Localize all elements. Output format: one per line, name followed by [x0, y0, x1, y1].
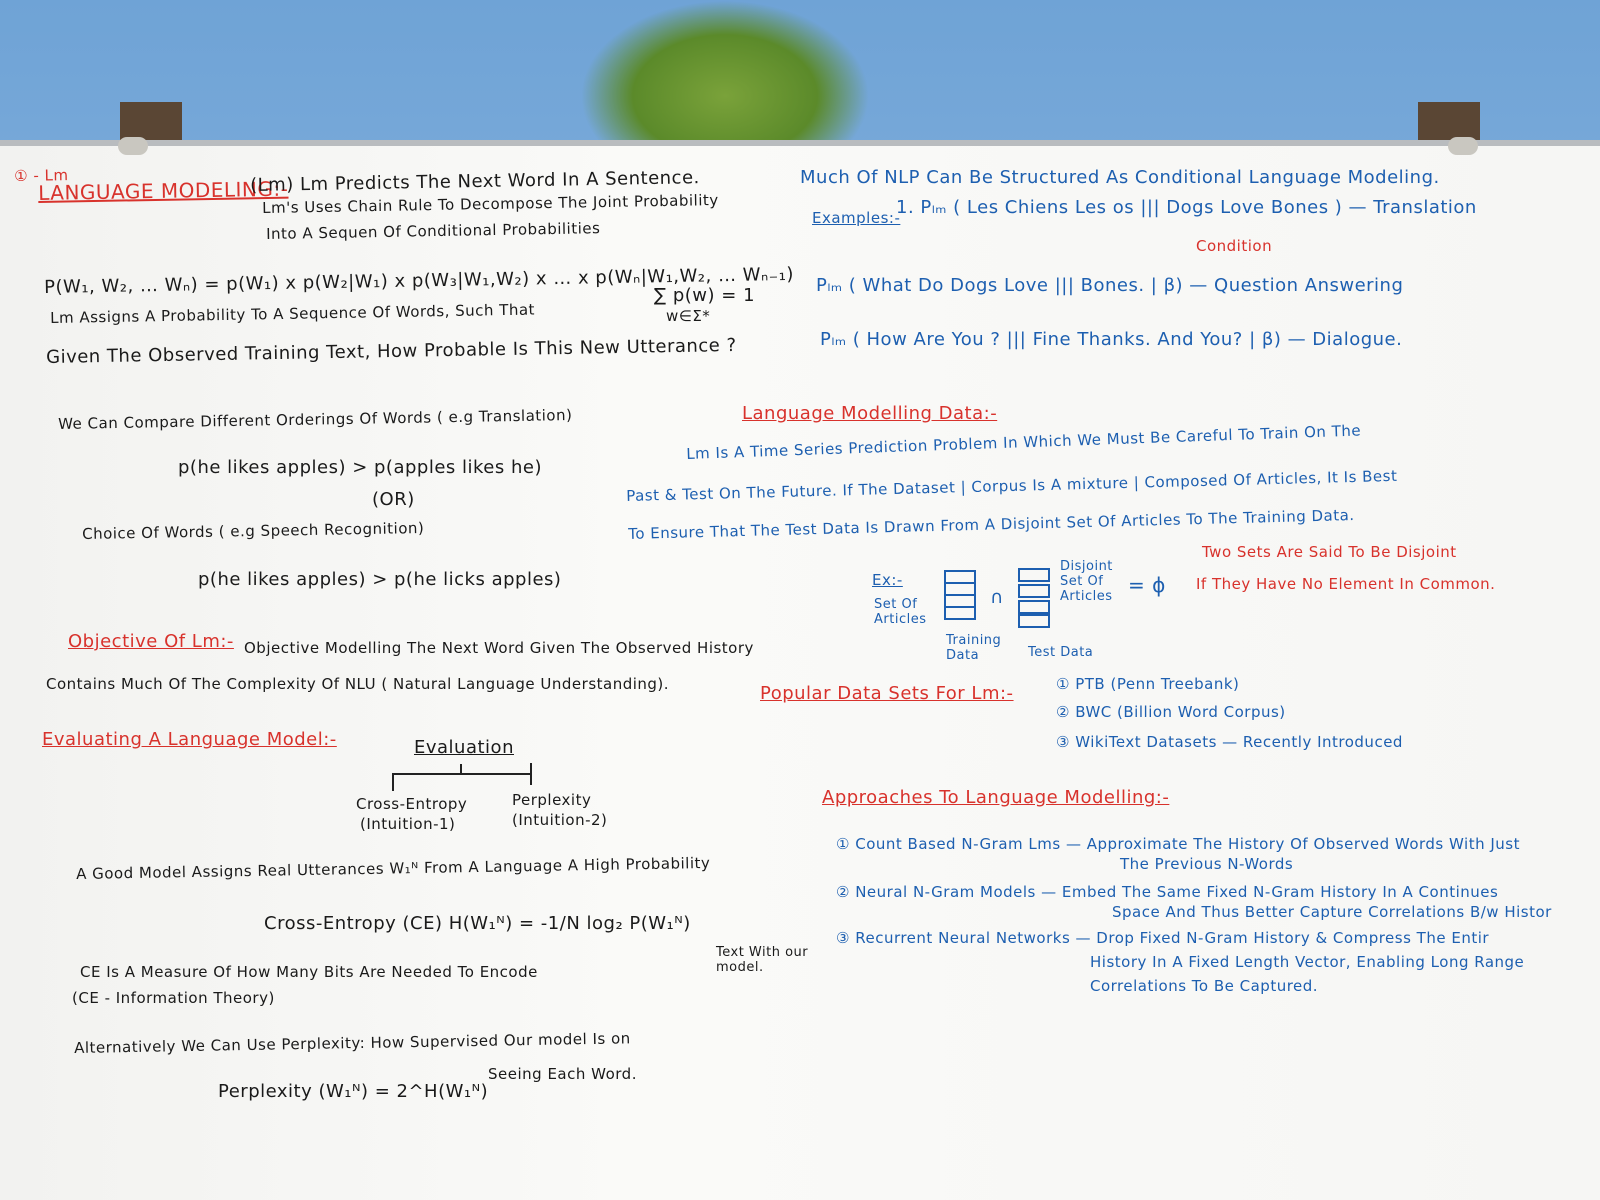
- training-data-label: Training Data: [946, 633, 1002, 663]
- examples-label: Examples:-: [812, 209, 901, 227]
- eval-tree-left-leg: [392, 773, 394, 791]
- whiteboard: [0, 140, 1600, 1200]
- approach-1: ① Count Based N-Gram Lms — Approximate T…: [836, 835, 1520, 853]
- data-heading: Language Modelling Data:-: [742, 403, 998, 424]
- disjoint-definition-1: Two Sets Are Said To Be Disjoint: [1202, 543, 1457, 561]
- approach-3-cont: History In A Fixed Length Vector, Enabli…: [1090, 953, 1525, 971]
- choice-example: p(he likes apples) > p(he licks apples): [198, 569, 562, 590]
- approach-1-cont: The Previous N-Words: [1120, 855, 1294, 873]
- approach-3-cont-2: Correlations To Be Captured.: [1090, 977, 1319, 995]
- ce-measure-right: Text With our model.: [716, 945, 809, 975]
- approach-2: ② Neural N-Gram Models — Embed The Same …: [836, 883, 1499, 901]
- sum-subscript: w∈Σ*: [666, 307, 711, 325]
- dataset-wikitext: ③ WikiText Datasets — Recently Introduce…: [1056, 733, 1403, 751]
- ce-info-theory: (CE - Information Theory): [72, 989, 275, 1007]
- set-of-articles-label: Set Of Articles: [874, 597, 927, 627]
- empty-set: = ϕ: [1128, 573, 1166, 597]
- condition-label: Condition: [1196, 237, 1273, 255]
- objective-line-1: Objective Modelling The Next Word Given …: [244, 639, 754, 657]
- eval-tree-stem: [460, 764, 462, 774]
- popular-datasets-heading: Popular Data Sets For Lm:-: [760, 683, 1014, 704]
- perplexity-tail: Seeing Each Word.: [488, 1065, 637, 1083]
- objective-heading: Objective Of Lm:-: [68, 631, 234, 652]
- disjoint-set-label: Disjoint Set Of Articles: [1060, 559, 1113, 604]
- example-translation: 1. Pₗₘ ( Les Chiens Les os ||| Dogs Love…: [896, 197, 1477, 218]
- conditional-lm-intro: Much Of NLP Can Be Structured As Conditi…: [800, 167, 1440, 188]
- eval-cross-entropy: Cross-Entropy: [356, 795, 468, 813]
- intersection-symbol: ∩: [990, 587, 1004, 608]
- eval-tree-root: Evaluation: [414, 737, 514, 758]
- approach-3: ③ Recurrent Neural Networks — Drop Fixed…: [836, 929, 1490, 947]
- compare-example: p(he likes apples) > p(apples likes he): [178, 457, 542, 478]
- dataset-bwc: ② BWC (Billion Word Corpus): [1056, 703, 1286, 721]
- dataset-ptb: ① PTB (Penn Treebank): [1056, 675, 1240, 693]
- approaches-heading: Approaches To Language Modelling:-: [822, 787, 1170, 808]
- board-clip-right: [1448, 137, 1478, 155]
- example-question-answering: Pₗₘ ( What Do Dogs Love ||| Bones. | β) …: [816, 275, 1404, 296]
- eval-heading: Evaluating A Language Model:-: [42, 729, 337, 750]
- cross-entropy-formula: Cross-Entropy (CE) H(W₁ᴺ) = -1/N log₂ P(…: [264, 913, 691, 934]
- eval-tree-right-leg: [530, 763, 532, 785]
- eval-perplexity: Perplexity: [512, 791, 592, 809]
- or-text: (OR): [372, 489, 415, 510]
- sum-formula: ∑ p(w) = 1: [654, 285, 756, 306]
- disjoint-definition-2: If They Have No Element In Common.: [1196, 575, 1496, 593]
- tree: [580, 0, 870, 160]
- test-data-label: Test Data: [1028, 645, 1094, 660]
- approach-2-cont: Space And Thus Better Capture Correlatio…: [1112, 903, 1552, 921]
- eval-cross-entropy-sub: (Intuition-1): [360, 815, 456, 833]
- ex-label: Ex:-: [872, 571, 903, 589]
- eval-tree-bar: [392, 773, 532, 775]
- ce-measure-line: CE Is A Measure Of How Many Bits Are Nee…: [80, 963, 538, 981]
- objective-line-2: Contains Much Of The Complexity Of NLU (…: [46, 675, 670, 693]
- board-clip-left: [118, 137, 148, 155]
- perplexity-formula: Perplexity (W₁ᴺ) = 2^H(W₁ᴺ): [218, 1081, 489, 1102]
- example-dialogue: Pₗₘ ( How Are You ? ||| Fine Thanks. And…: [820, 329, 1403, 350]
- eval-perplexity-sub: (Intuition-2): [512, 811, 608, 829]
